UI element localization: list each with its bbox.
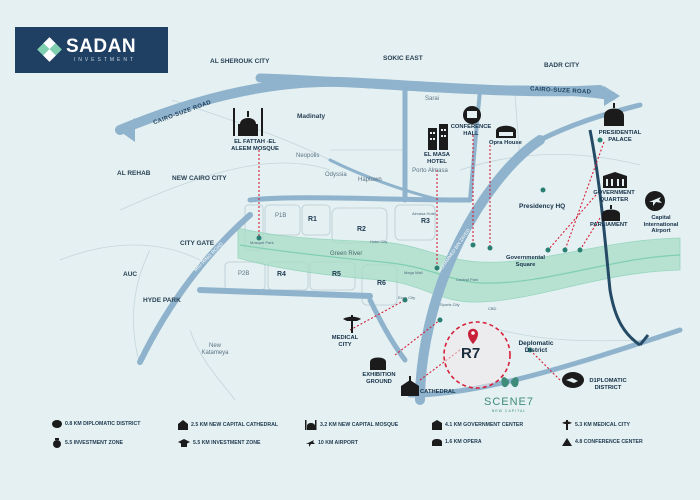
- road-arrow-east: [604, 86, 620, 106]
- exhibition-icon: [370, 357, 386, 370]
- conference-hall-icon: [463, 106, 481, 124]
- leader-lines: [258, 135, 605, 381]
- legend-item: 4.1 KM GOVERNMENT CENTER: [432, 420, 523, 430]
- small-almasa-h: Almasa Hotel: [412, 211, 436, 216]
- poi-dots: [256, 137, 603, 353]
- legend-item: 0.8 KM DIPLOMATIC DISTRICT: [52, 420, 140, 428]
- small-central-park: Central Park: [456, 277, 479, 282]
- res-r3: R3: [421, 218, 430, 225]
- district-madinaty: Madinaty: [297, 113, 326, 120]
- opera-icon: [432, 439, 442, 446]
- res-r5: R5: [332, 271, 341, 278]
- res-r4: R4: [277, 271, 286, 278]
- res-p2b: P2B: [238, 271, 250, 277]
- poi-cathedral: CATHEDRAL: [420, 389, 456, 395]
- money-bag-icon: [53, 438, 61, 448]
- label-odyssia: Odyssia: [325, 172, 347, 178]
- poi-diplomatic: Deplomatic District: [518, 340, 554, 355]
- opera-house-icon: [496, 125, 516, 138]
- conference-icon: [562, 438, 572, 446]
- mosque-icon: [233, 108, 263, 136]
- road-arrow-west: [118, 118, 135, 142]
- poi-airport: Capital International Airport: [643, 215, 679, 235]
- parliament-icon: [602, 205, 620, 221]
- scene7-sub: NEW CAPITAL: [491, 408, 527, 413]
- cathedral-icon: [178, 420, 188, 430]
- poi-opera: Opra House: [489, 140, 522, 146]
- legend-item: 3.2 KM NEW CAPITAL MOSQUE: [305, 420, 398, 430]
- green-river: [237, 227, 681, 303]
- medical-icon: [562, 420, 572, 430]
- butterfly-icon: [501, 377, 519, 388]
- airplane-icon: [306, 440, 315, 447]
- district-new-katameya: New Katameya: [201, 343, 229, 356]
- poi-conference: CONFERENCE HALL: [450, 124, 492, 137]
- brand-tagline: INVESTMENT: [73, 57, 137, 63]
- small-cbd: CBD: [488, 306, 497, 311]
- district-badr: BADR CITY: [544, 62, 580, 69]
- small-sports-city: Sports City: [440, 302, 460, 307]
- poi-mosque: EL FATTAH -EL ALEEM MOSQUE: [231, 139, 279, 152]
- brand-name: SADAN: [66, 36, 137, 57]
- handshake-icon: [52, 420, 62, 428]
- location-pin-icon: [468, 328, 478, 344]
- res-r1: R1: [308, 216, 317, 223]
- legend-item: 5.3 KM MEDICAL CITY: [562, 420, 630, 430]
- scene7-logo: SCENE7 NEW CAPITAL: [484, 396, 534, 413]
- poi-gov-square: Governmental Square: [506, 255, 545, 268]
- almasa-hotel-icon: [428, 124, 448, 150]
- district-new-cairo: NEW CAIRO CITY: [172, 175, 227, 182]
- logo-mark-icon: [37, 37, 62, 62]
- poi-medical: MEDICAL CITY: [331, 335, 359, 348]
- legend-item: 1.6 KM OPERA: [432, 438, 482, 446]
- label-porto: Porto Almasa: [412, 168, 448, 174]
- handshake-icon: [562, 372, 584, 388]
- label-haptown: Haptown: [358, 177, 382, 183]
- district-sherouk: AL SHEROUK CITY: [210, 58, 270, 65]
- legend-item: 2.5 KM NEW CAPITAL CATHEDRAL: [178, 420, 278, 430]
- airplane-icon: [645, 191, 665, 211]
- scene7-name: SCENE7: [484, 396, 535, 408]
- small-mega-mall: Mega Mall: [404, 270, 423, 275]
- small-hotel-city: Hotel City: [370, 239, 388, 244]
- poi-palace: PRESIDENTIAL PALACE: [598, 130, 642, 143]
- poi-presidency: Presidency HQ: [519, 203, 566, 210]
- project-r7-label: R7: [461, 345, 481, 362]
- res-r6: R6: [377, 280, 386, 287]
- small-mosque-park: Mosque Park: [250, 240, 274, 245]
- legend-item: 5.5 INVESTMENT ZONE: [52, 438, 123, 448]
- district-hyde-park: HYDE PARK: [143, 297, 181, 304]
- legend-item: 10 KM AIRPORT: [305, 438, 358, 448]
- medical-icon: [343, 315, 361, 333]
- brand-logo: SADAN INVESTMENT: [15, 27, 168, 73]
- legend-item: 4.8 CONFERENCE CENTER: [562, 438, 643, 446]
- res-p1b: P1B: [275, 213, 287, 219]
- gov-center-icon: [432, 420, 442, 430]
- poi-diplo-icon: D1PLOMATIC DISTRICT: [589, 378, 627, 391]
- mosque-icon: [305, 420, 317, 430]
- cathedral-icon: [401, 376, 419, 396]
- poi-almasa: EL MASA HOTEL: [424, 152, 450, 165]
- graduation-cap-icon: [178, 439, 190, 447]
- district-rehab: AL REHAB: [117, 170, 151, 177]
- district-city-gate: CITY GATE: [180, 240, 215, 247]
- label-green-river: Green River: [330, 251, 363, 257]
- poi-parliament: PARLIAMENT: [590, 222, 628, 228]
- small-expo-city: Expo City: [398, 295, 416, 300]
- district-sokic: SOKIC EAST: [383, 55, 423, 62]
- legend-item: 5.5 KM INVESTMENT ZONE: [178, 438, 260, 448]
- label-sarai: Sarai: [425, 96, 440, 102]
- label-neopolis: Neopolis: [296, 153, 320, 159]
- regional-ring-road: [588, 129, 641, 347]
- poi-gov-quarter: GOVERNMENT QUARTER: [593, 190, 635, 203]
- res-r2: R2: [357, 226, 366, 233]
- poi-exhibition: EXHIBITION GROUND: [362, 372, 396, 385]
- palace-icon: [604, 103, 624, 126]
- district-auc: AUC: [123, 271, 138, 278]
- gov-quarter-icon: [603, 172, 627, 188]
- r7-target-circle: [443, 321, 511, 389]
